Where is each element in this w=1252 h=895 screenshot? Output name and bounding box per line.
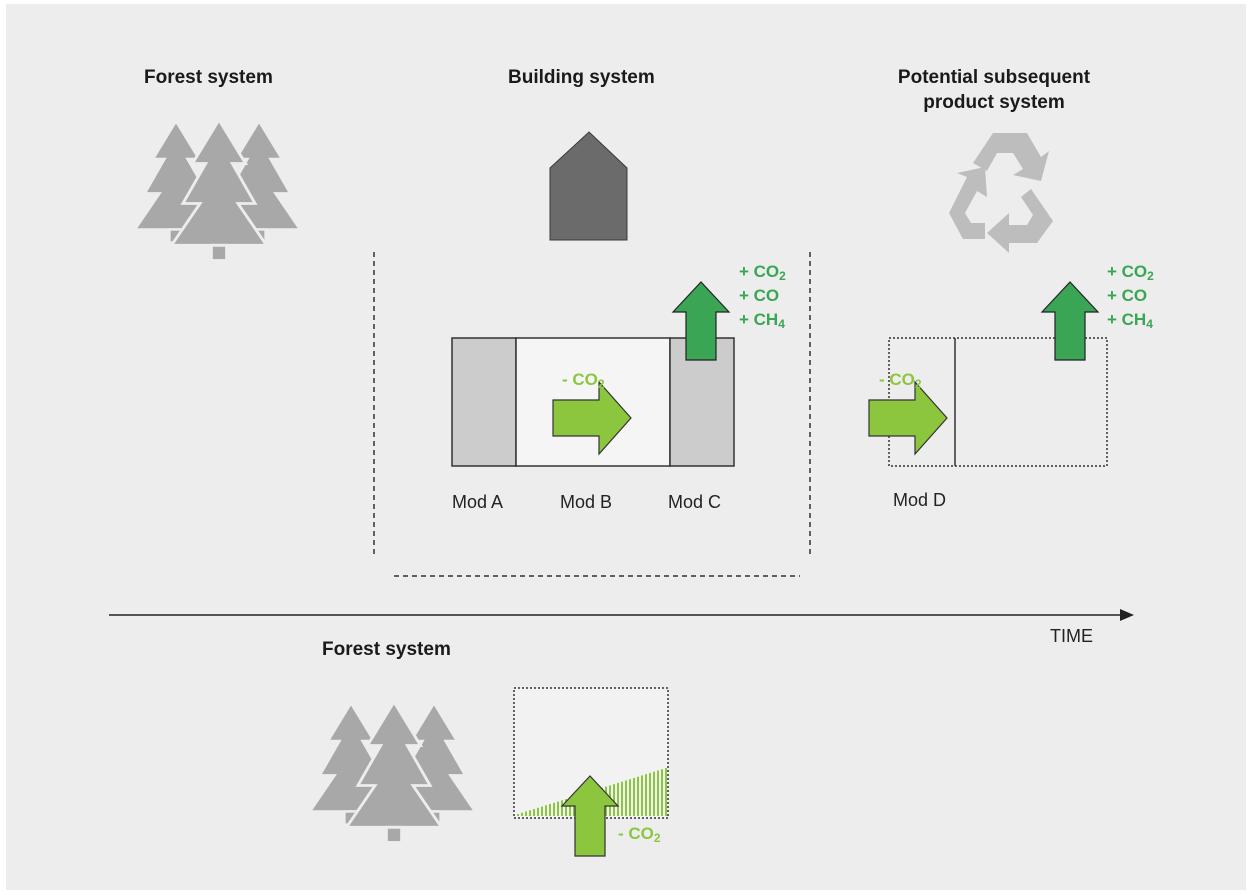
module-c-label: Mod C	[668, 492, 722, 512]
arrow-icon	[552, 380, 632, 456]
ch4-plus-label: + CH	[739, 310, 779, 329]
subsequent-title-line2: product system	[923, 92, 1065, 113]
co2-uptake-label-forest: - CO2	[618, 824, 661, 845]
ch4-subscript: 4	[778, 317, 785, 331]
building-system-title: Building system	[508, 67, 655, 88]
arrow-icon	[560, 775, 620, 857]
co2-subscript: 2	[1147, 269, 1154, 283]
co-plus-label: + CO	[739, 286, 780, 305]
co2-uptake-label-building: - CO2	[562, 370, 605, 391]
forest-top-icon	[133, 118, 302, 262]
diagram-canvas: Forest system Building system Potential …	[6, 4, 1246, 890]
ch4-subscript: 4	[1146, 317, 1153, 331]
subsequent-product-system-title: Potential subsequent product system	[884, 65, 1104, 115]
module-a-label: Mod A	[452, 492, 504, 512]
subsequent-title-line1: Potential subsequent	[897, 67, 1091, 88]
co2-plus-label: + CO	[1107, 262, 1148, 281]
co-plus-label: + CO	[1107, 286, 1148, 305]
module-d-label: Mod D	[893, 490, 947, 510]
arrow-icon	[868, 380, 948, 456]
forest-system-title-top: Forest system	[144, 67, 273, 88]
time-axis-label: TIME	[1050, 626, 1093, 646]
house-icon	[549, 131, 628, 241]
diagram-graphics	[109, 118, 1134, 857]
co2-uptake-label-subsequent: - CO2	[879, 370, 922, 391]
emission-labels-building: + CO2 + CO + CH4	[739, 260, 786, 332]
module-a-box	[451, 337, 517, 467]
time-axis-arrowhead	[1120, 609, 1134, 621]
co2-subscript: 2	[779, 269, 786, 283]
emission-labels-subsequent: + CO2 + CO + CH4	[1107, 260, 1154, 332]
co2-plus-label: + CO	[739, 262, 780, 281]
arrow-icon	[1040, 281, 1100, 361]
module-b-label: Mod B	[560, 492, 613, 512]
arrow-icon	[671, 281, 731, 361]
forest-system-title-bottom: Forest system	[322, 639, 451, 660]
module-b-box	[515, 337, 671, 467]
ch4-plus-label: + CH	[1107, 310, 1147, 329]
forest-bottom-icon	[308, 700, 477, 844]
recycle-icon	[949, 133, 1053, 253]
